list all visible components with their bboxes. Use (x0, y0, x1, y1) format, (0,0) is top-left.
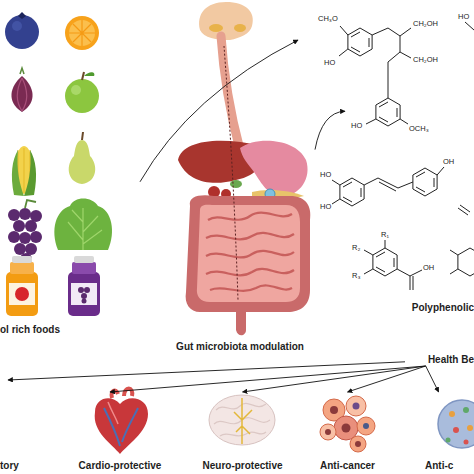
node-label: Anti-cancer (310, 459, 385, 472)
virus-icon (438, 400, 474, 448)
atom-label: HO (351, 121, 362, 130)
atom-label: OCH₃ (409, 124, 429, 133)
gut-group: Gut microbiota modulation (165, 40, 315, 353)
benefit-item: Neuro-protective (195, 392, 290, 472)
flow-arrow (140, 40, 298, 182)
digestive-system (178, 2, 310, 335)
node-label: Cardio-protective (70, 459, 170, 472)
atom-label: CH₃O (318, 14, 338, 23)
brain-icon (209, 395, 275, 445)
flow-arrow (348, 366, 426, 392)
atom-label: OH (423, 263, 434, 272)
node-label: Neuro-protective (195, 459, 290, 472)
node-label: Polyphenolic (345, 301, 474, 314)
atom-label: HO (458, 12, 469, 21)
flow-arrow (315, 111, 345, 149)
atom-label: R₁ (381, 230, 389, 239)
chemical-structures (332, 22, 474, 290)
benefits-hub: Health Be (405, 349, 474, 366)
flow-arrow (243, 366, 426, 392)
atom-label: OH (443, 157, 454, 166)
flow-arrow (8, 362, 405, 380)
heart-icon (95, 389, 148, 455)
benefit-item: Anti-c (415, 392, 474, 472)
atom-label: R₃ (352, 271, 360, 280)
node-label: Anti-c (415, 459, 474, 472)
node-label: tory (0, 459, 40, 472)
food-illustrations (5, 12, 112, 316)
food-group: ol rich foods (0, 8, 140, 336)
atom-label: CH₂OH (413, 55, 438, 64)
atom-label: CH₂OH (413, 19, 438, 28)
node-label: Gut microbiota modulation (165, 340, 315, 353)
benefit-item: tory (0, 380, 40, 472)
benefit-item: Anti-cancer (310, 392, 385, 472)
node-label: Health Be (405, 353, 474, 366)
flow-arrow (110, 366, 426, 392)
cancer-cells-icon (320, 396, 375, 452)
atom-label: HO (320, 170, 331, 179)
atom-label: R₂ (352, 243, 360, 252)
polyphenol-group: Polyphenolic (345, 40, 474, 314)
atom-label: HO (324, 58, 335, 67)
flow-arrow (426, 366, 439, 392)
atom-label: HO (320, 202, 331, 211)
node-label: ol rich foods (0, 323, 140, 336)
benefit-item: Cardio-protective (70, 392, 170, 472)
